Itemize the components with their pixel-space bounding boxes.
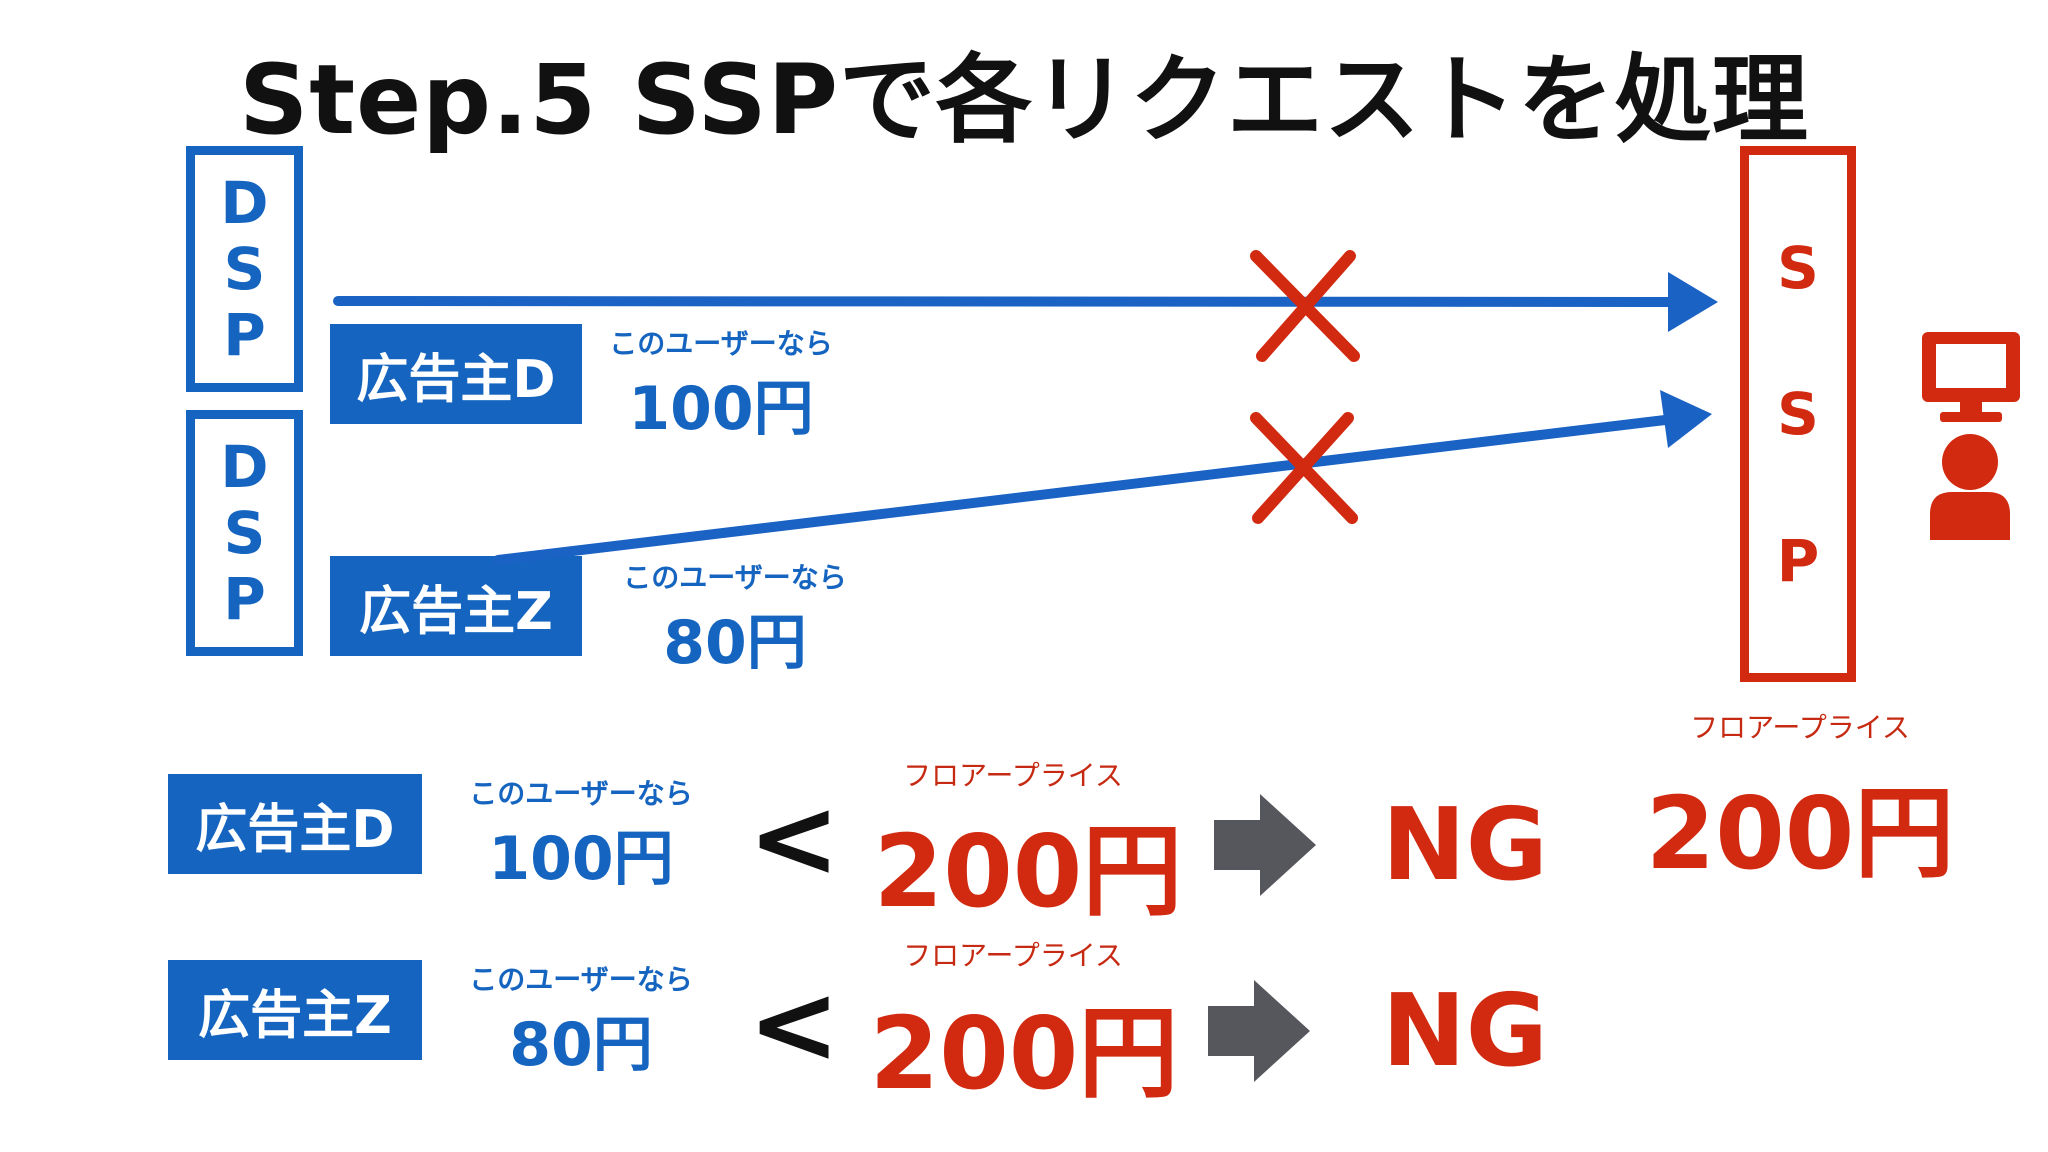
dsp-box-2-letter-s: S	[223, 499, 266, 567]
comparison-1-floor-caption: フロアープライス	[903, 759, 1123, 792]
comparison-2-floor-caption: フロアープライス	[903, 939, 1123, 972]
comparison-1-price: 100円	[488, 824, 674, 894]
comparison-2-price: 80円	[509, 1010, 653, 1080]
advertiser-d-badge: 広告主D	[330, 324, 582, 424]
advertiser-z-caption: このユーザーなら	[623, 561, 847, 594]
arrow-advertiser-d	[333, 272, 1718, 332]
right-arrow-icon	[1208, 980, 1310, 1082]
ssp-letter-s2: S	[1777, 380, 1819, 448]
arrow-advertiser-z	[493, 390, 1712, 565]
user-icon	[1930, 434, 2010, 540]
dsp-box-2-letter-d: D	[220, 433, 269, 501]
comparison-1-floor-price: 200円	[873, 813, 1183, 930]
ssp-box: S S P	[1740, 146, 1856, 682]
dsp-box-2: D S P	[186, 410, 303, 656]
comparison-2-advertiser-badge: 広告主Z	[168, 960, 422, 1060]
dsp-box-1-letter-s: S	[223, 235, 266, 303]
ssp-letter-s1: S	[1777, 233, 1819, 302]
floor-price-caption: フロアープライス	[1690, 711, 1910, 744]
dsp-box-1-letter-d: D	[220, 169, 269, 237]
advertiser-z-price: 80円	[663, 608, 807, 678]
comparison-1-less-than: <	[748, 774, 841, 902]
comparison-1-advertiser-badge: 広告主D	[168, 774, 422, 874]
advertiser-d-price: 100円	[628, 374, 814, 444]
comparison-2-result: NG	[1382, 972, 1548, 1089]
cross-mark-icon	[1250, 412, 1358, 524]
advertiser-z-badge: 広告主Z	[330, 556, 582, 656]
dsp-box-2-letter-p: P	[223, 565, 266, 633]
dsp-box-1: D S P	[186, 146, 303, 392]
comparison-2-floor-price: 200円	[869, 995, 1179, 1112]
advertiser-d-caption: このユーザーなら	[609, 327, 833, 360]
comparison-1-result: NG	[1382, 786, 1548, 903]
floor-price-value: 200円	[1645, 775, 1955, 892]
comparison-2-less-than: <	[748, 960, 841, 1088]
right-arrow-icon	[1214, 794, 1316, 896]
cross-mark-icon	[1250, 250, 1360, 362]
monitor-icon	[1922, 332, 2020, 422]
ssp-letter-p: P	[1776, 526, 1820, 595]
comparison-2-caption: このユーザーなら	[469, 963, 693, 996]
comparison-1-caption: このユーザーなら	[469, 777, 693, 810]
dsp-box-1-letter-p: P	[223, 301, 266, 369]
page-title: Step.5 SSPで各リクエストを処理	[239, 44, 1809, 156]
